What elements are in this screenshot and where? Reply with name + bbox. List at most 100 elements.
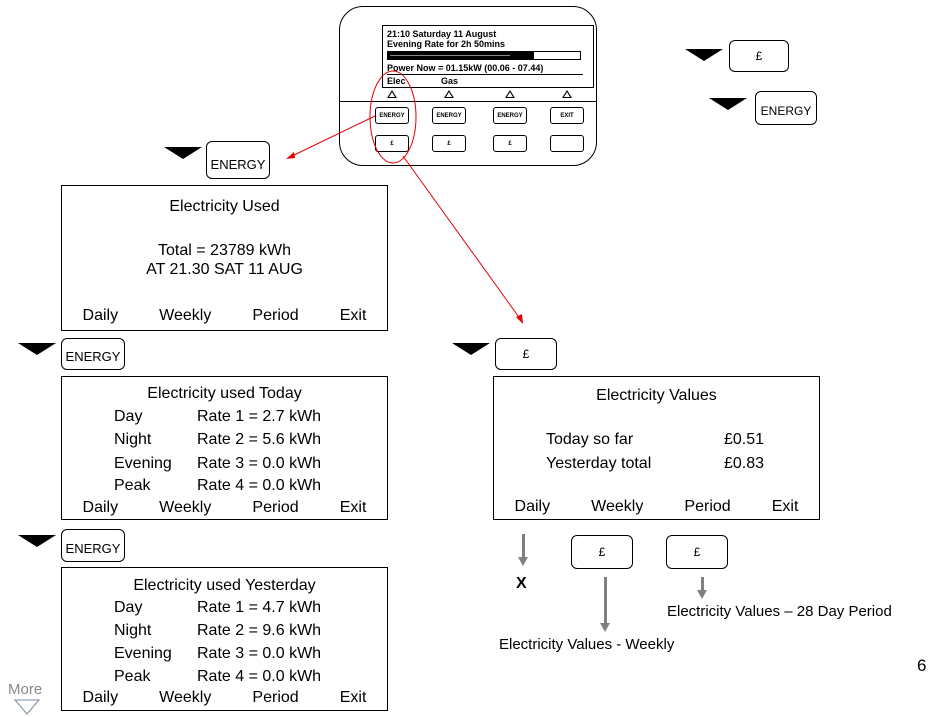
device-pound-button-3[interactable]: £ (493, 135, 527, 152)
connector-energy (289, 115, 376, 158)
menu-period[interactable]: Period (252, 689, 299, 706)
weekly-caption: Electricity Values - Weekly (499, 636, 675, 653)
menu-period[interactable]: Period (684, 498, 731, 515)
menu-exit[interactable]: Exit (339, 307, 367, 324)
electricity-values-menu: Daily Weekly Period Exit (494, 498, 819, 516)
softkey-4-indicator-icon (562, 90, 572, 98)
yesterday-row-day-name: Day (114, 599, 143, 616)
menu-daily[interactable]: Daily (82, 307, 119, 324)
today-row-peak-rate: Rate 4 = 0.0 kWh (197, 477, 322, 494)
device-underline (387, 74, 583, 75)
device-pound-button-1[interactable]: £ (375, 135, 409, 152)
device-exit-button[interactable]: EXIT (550, 107, 584, 124)
electricity-today-screen: Electricity used Today Day Rate 1 = 2.7 … (61, 376, 388, 520)
menu-period[interactable]: Period (252, 499, 299, 516)
weekly-arrow-line (604, 577, 607, 624)
connector-pound (402, 155, 522, 321)
electricity-yesterday-title: Electricity used Yesterday (133, 577, 316, 594)
device-blank-button[interactable] (550, 135, 584, 152)
daily-unavailable-mark: X (516, 575, 527, 592)
yesterday-row-day-rate: Rate 1 = 4.7 kWh (197, 599, 322, 616)
down-triangle-icon (685, 49, 723, 61)
down-triangle-icon (164, 147, 202, 159)
energy-button-step1[interactable]: ENERGY (206, 141, 270, 179)
electricity-used-title: Electricity Used (169, 198, 280, 215)
menu-period[interactable]: Period (252, 307, 299, 324)
device-label-gas: Gas (441, 76, 459, 86)
yesterday-row-evening-rate: Rate 3 = 0.0 kWh (197, 645, 322, 662)
daily-arrow-line (522, 534, 525, 558)
weekly-pound-button[interactable]: £ (571, 535, 633, 569)
softkey-1-indicator-icon (387, 90, 397, 98)
energy-button-step3[interactable]: ENERGY (61, 529, 125, 562)
electricity-today-menu: Daily Weekly Period Exit (62, 499, 387, 517)
menu-daily[interactable]: Daily (514, 498, 551, 515)
today-row-evening-rate: Rate 3 = 0.0 kWh (197, 455, 322, 472)
today-row-day-rate: Rate 1 = 2.7 kWh (197, 408, 322, 425)
electricity-yesterday-menu: Daily Weekly Period Exit (62, 689, 387, 707)
yesterday-row-peak-rate: Rate 4 = 0.0 kWh (197, 668, 322, 685)
menu-weekly[interactable]: Weekly (591, 498, 644, 515)
yesterday-row-peak-name: Peak (114, 668, 151, 685)
menu-exit[interactable]: Exit (771, 498, 799, 515)
device-line-time: 21:10 Saturday 11 August (387, 29, 497, 39)
more-down-triangle-icon[interactable] (14, 699, 40, 715)
device-progress-bar (387, 51, 581, 60)
device-line-power: Power Now = 01.15kW (00.06 - 07.44) (387, 63, 544, 73)
softkey-2-indicator-icon (444, 90, 454, 98)
legend-pound-button[interactable]: £ (729, 40, 789, 72)
electricity-values-screen: Electricity Values Today so far £0.51 Ye… (493, 376, 820, 520)
down-triangle-icon (452, 343, 490, 355)
menu-exit[interactable]: Exit (339, 689, 367, 706)
values-today-label: Today so far (546, 431, 634, 448)
down-triangle-icon (18, 535, 56, 547)
yesterday-row-evening-name: Evening (114, 645, 172, 662)
menu-weekly[interactable]: Weekly (159, 307, 212, 324)
menu-weekly[interactable]: Weekly (159, 689, 212, 706)
device-divider (339, 101, 597, 102)
menu-daily[interactable]: Daily (82, 689, 119, 706)
menu-daily[interactable]: Daily (82, 499, 119, 516)
yesterday-row-night-name: Night (114, 622, 152, 639)
elec-column-highlight (369, 70, 417, 164)
down-triangle-icon (709, 98, 747, 110)
pound-button-step[interactable]: £ (495, 338, 557, 370)
values-today-amount: £0.51 (724, 431, 765, 448)
electricity-used-screen: Electricity Used Total = 23789 kWh AT 21… (61, 185, 388, 331)
period-caption: Electricity Values – 28 Day Period (667, 603, 892, 620)
device-line-rate: Evening Rate for 2h 50mins (387, 39, 506, 49)
softkey-3-indicator-icon (505, 90, 515, 98)
yesterday-row-night-rate: Rate 2 = 9.6 kWh (197, 622, 322, 639)
electricity-used-timestamp: AT 21.30 SAT 11 AUG (146, 261, 303, 278)
electricity-used-total: Total = 23789 kWh (158, 242, 291, 259)
device-label-elec: Elec (387, 76, 406, 86)
page-number: 6 (917, 656, 927, 675)
period-arrow-line (701, 577, 704, 591)
legend-energy-button[interactable]: ENERGY (755, 91, 817, 125)
down-triangle-icon (18, 343, 56, 355)
daily-arrow-head-icon (518, 557, 528, 566)
values-yesterday-label: Yesterday total (546, 455, 652, 472)
today-row-evening-name: Evening (114, 455, 172, 472)
period-pound-button[interactable]: £ (666, 535, 728, 569)
device-pound-button-2[interactable]: £ (432, 135, 466, 152)
menu-exit[interactable]: Exit (339, 499, 367, 516)
device-energy-button-1[interactable]: ENERGY (375, 107, 409, 124)
device-screen: 21:10 Saturday 11 August Evening Rate fo… (382, 25, 594, 88)
today-row-day-name: Day (114, 408, 143, 425)
connector-energy-arrowhead (286, 152, 295, 159)
device-progress-stripe (390, 55, 510, 56)
electricity-yesterday-screen: Electricity used Yesterday Day Rate 1 = … (61, 567, 388, 711)
weekly-arrow-head-icon (600, 623, 610, 632)
connector-pound-arrowhead (516, 314, 523, 324)
today-row-peak-name: Peak (114, 477, 151, 494)
menu-weekly[interactable]: Weekly (159, 499, 212, 516)
today-row-night-rate: Rate 2 = 5.6 kWh (197, 431, 322, 448)
energy-button-step2[interactable]: ENERGY (61, 338, 125, 370)
electricity-today-title: Electricity used Today (147, 385, 302, 402)
values-yesterday-amount: £0.83 (724, 455, 765, 472)
device-energy-button-3[interactable]: ENERGY (493, 107, 527, 124)
device-energy-button-2[interactable]: ENERGY (432, 107, 466, 124)
more-label[interactable]: More (8, 681, 43, 698)
